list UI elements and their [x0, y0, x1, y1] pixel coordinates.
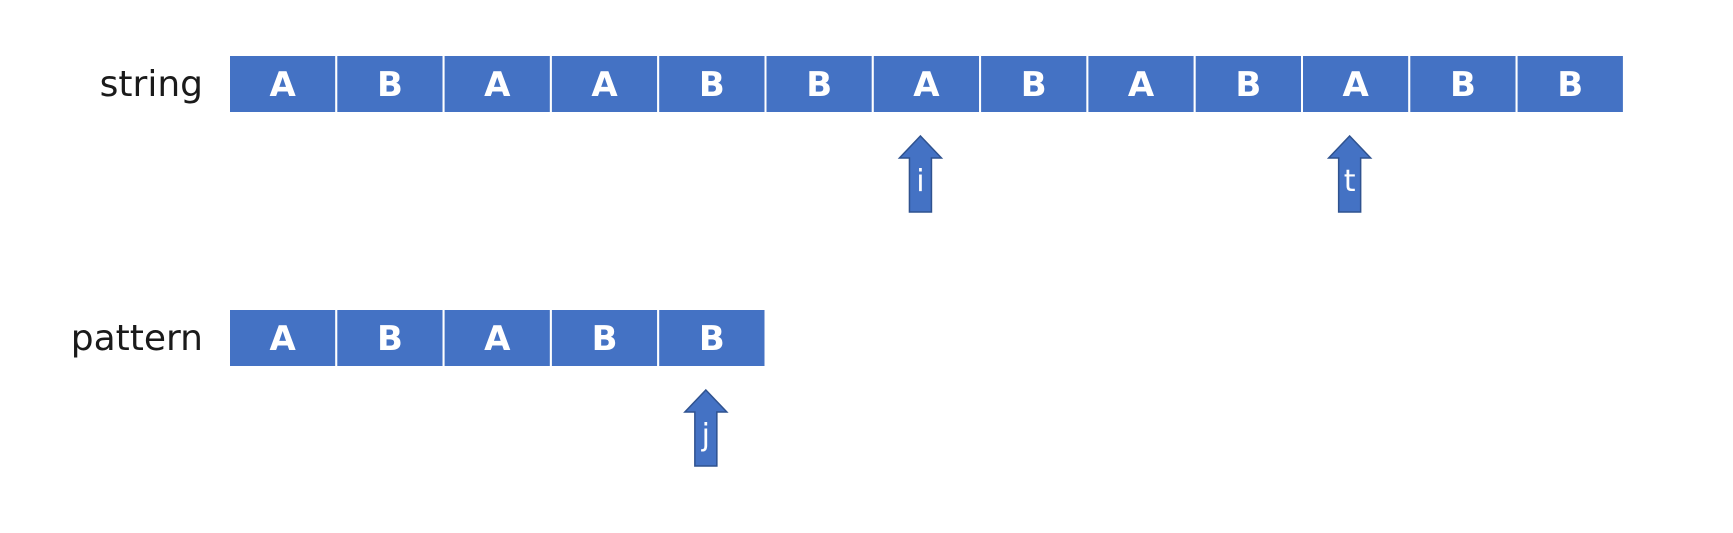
string-cell: A [1301, 54, 1411, 114]
string-cell: B [1408, 54, 1518, 114]
pattern-cell: B [335, 308, 445, 368]
string-cell-box [657, 54, 767, 114]
string-cell-char: B [699, 65, 725, 105]
string-cell: B [979, 54, 1089, 114]
pattern-cell-char: B [377, 319, 403, 359]
string-cell-char: A [591, 65, 618, 105]
pattern-cell: B [549, 308, 660, 368]
string-cell-box [871, 54, 982, 114]
pattern-cell-char: A [269, 319, 296, 359]
pattern-cell-box [549, 308, 660, 368]
string-cell-char: B [1450, 65, 1476, 105]
string-cell: A [871, 54, 982, 114]
string-row-label: string [100, 64, 203, 105]
string-cell-char: A [1128, 65, 1155, 105]
pointer-t: t [1326, 134, 1373, 213]
string-cell-box [764, 54, 874, 114]
string-cell-box [335, 54, 445, 114]
pattern-cell-box [228, 308, 338, 368]
string-cell-box [1408, 54, 1518, 114]
string-cell: B [1193, 54, 1303, 114]
pattern-cell-char: B [699, 319, 725, 359]
up-arrow-icon [897, 134, 944, 213]
pointer-label: i [916, 164, 924, 199]
string-cell-box [1193, 54, 1303, 114]
string-cell: A [549, 54, 660, 114]
string-row: string A B A A B B A B A B A B B [100, 54, 1625, 114]
string-cell: B [764, 54, 874, 114]
pattern-cell: B [657, 308, 767, 368]
string-cell-char: A [484, 65, 511, 105]
pattern-cell-char: A [484, 319, 511, 359]
string-cell-char: A [269, 65, 296, 105]
pattern-row: pattern A B A B B [71, 308, 767, 368]
string-cell-char: B [1235, 65, 1261, 105]
up-arrow-icon [683, 388, 729, 467]
string-cell: B [657, 54, 767, 114]
string-cell-box [1086, 54, 1196, 114]
up-arrow-icon [1326, 134, 1373, 213]
string-cell-box [1515, 54, 1625, 114]
string-cell: A [228, 54, 338, 114]
pattern-cell-box [657, 308, 767, 368]
pattern-row-label: pattern [71, 318, 203, 359]
string-cell-char: A [913, 65, 940, 105]
string-cell-char: B [1021, 65, 1047, 105]
pointer-label: j [701, 418, 710, 453]
string-cell-box [442, 54, 552, 114]
pattern-cell: A [442, 308, 552, 368]
pointer-label: t [1344, 164, 1356, 199]
string-cell-char: A [1342, 65, 1369, 105]
pattern-cell: A [228, 308, 338, 368]
string-cell-char: B [806, 65, 832, 105]
string-cell: A [1086, 54, 1196, 114]
pointer-j: j [683, 388, 729, 467]
string-cell-char: B [1557, 65, 1583, 105]
string-cell-box [228, 54, 338, 114]
pointer-i: i [897, 134, 944, 213]
string-cell-char: B [377, 65, 403, 105]
string-cell: B [335, 54, 445, 114]
pattern-cell-char: B [592, 319, 618, 359]
pattern-cell-box [442, 308, 552, 368]
string-cell-box [979, 54, 1089, 114]
string-cell: B [1515, 54, 1625, 114]
string-cell: A [442, 54, 552, 114]
pointers-layer: i t j [683, 134, 1373, 467]
